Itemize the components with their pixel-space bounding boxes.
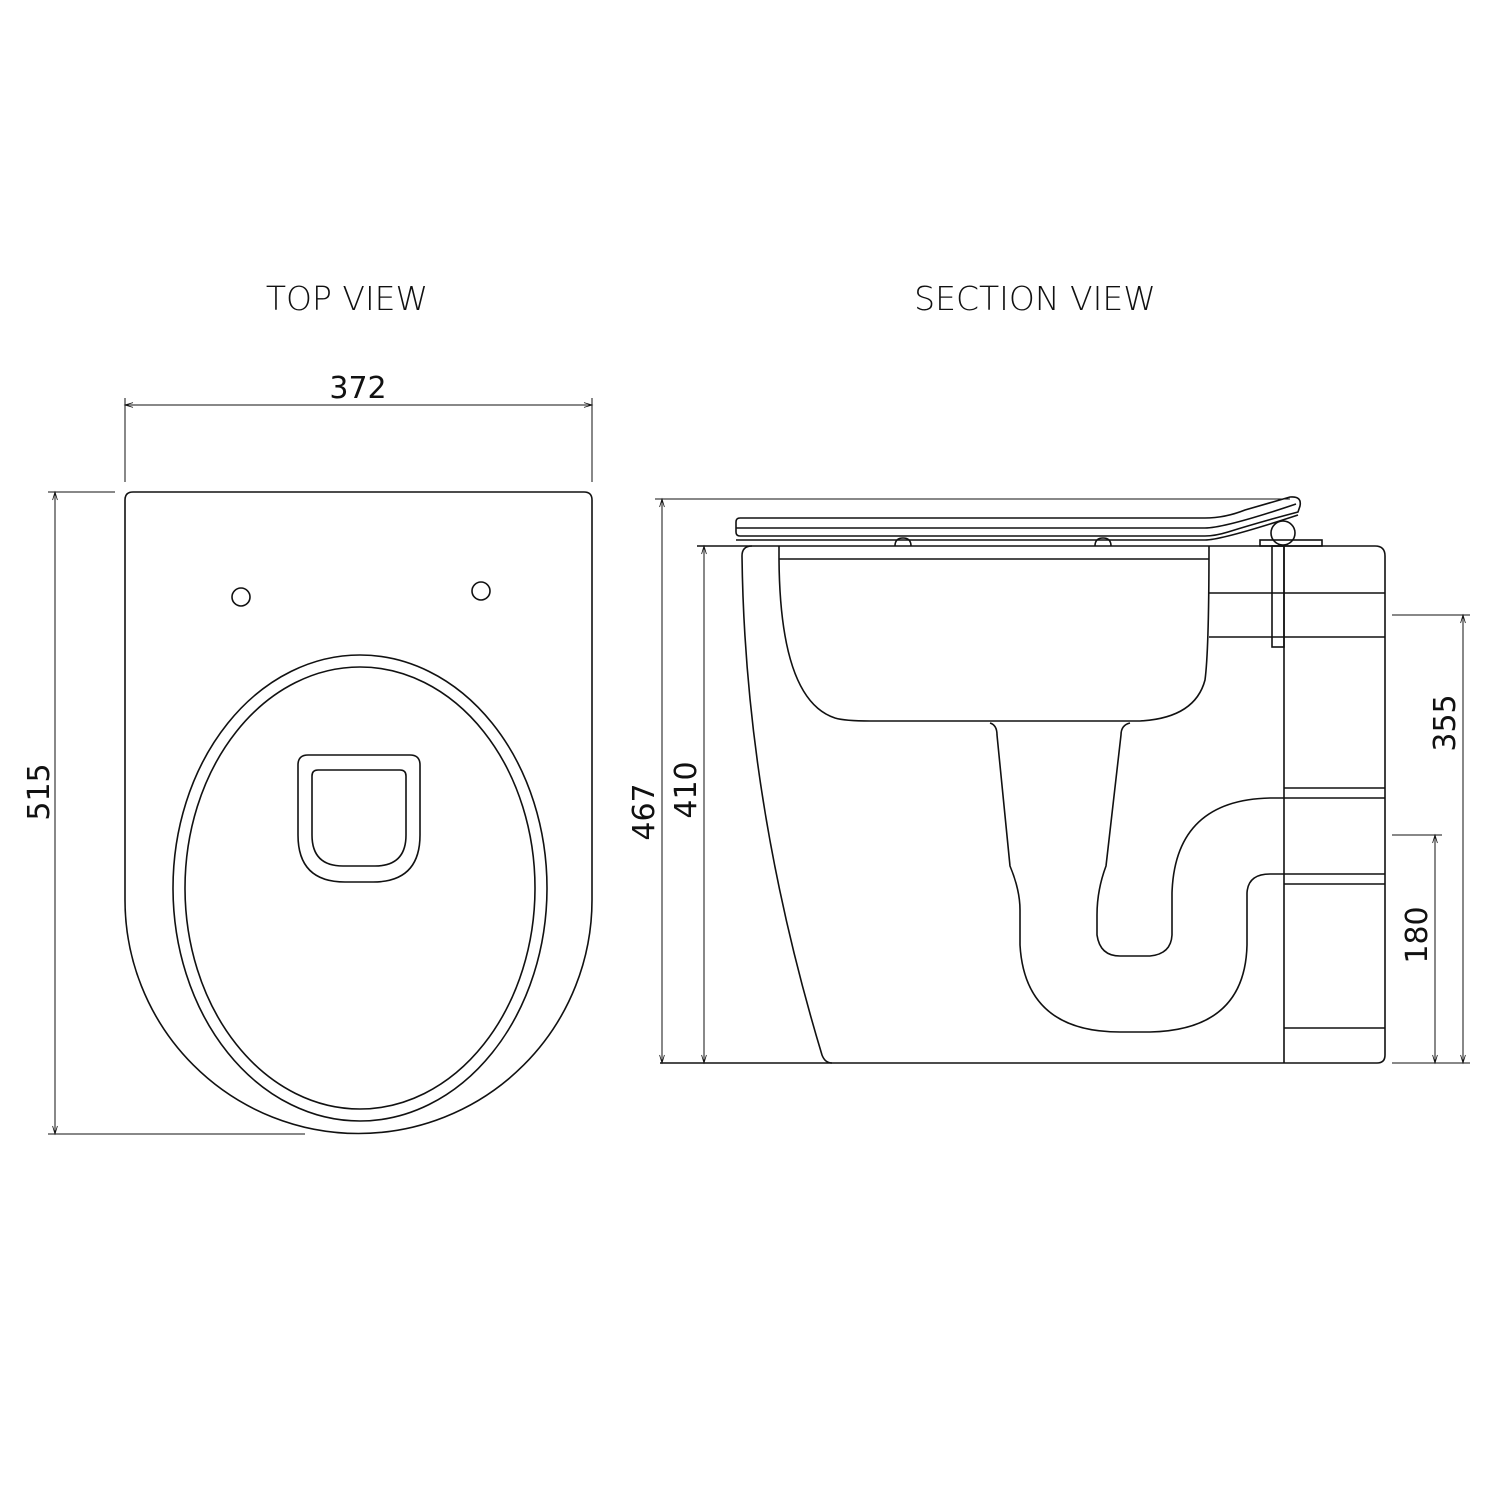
outlet-outer — [297, 754, 421, 883]
bowl-rim-inner — [184, 666, 536, 1110]
pan-height-dimension: 410 — [669, 761, 704, 818]
section-view: 467 410 355 180 — [627, 496, 1470, 1065]
outlet-top-height-dimension: 355 — [1428, 694, 1463, 751]
outlet-inner — [311, 769, 407, 867]
fixing-bolt — [1271, 545, 1285, 648]
bowl-rim-outer — [172, 654, 548, 1122]
section-view-title: SECTION VIEW — [914, 279, 1156, 318]
seat-fixing-hole-right — [471, 581, 491, 601]
top-view-title: TOP VIEW — [266, 279, 428, 318]
depth-dimension: 515 — [22, 763, 57, 820]
bowl — [778, 545, 1210, 722]
pan-outline — [124, 491, 593, 1135]
width-dimension: 372 — [329, 371, 386, 406]
pan-body — [660, 545, 1386, 1064]
hinge-icon — [1270, 520, 1296, 546]
trap — [989, 722, 1284, 1033]
overall-height-dimension: 467 — [627, 783, 662, 840]
seat-fixing-hole-left — [231, 587, 251, 607]
top-view: 372 515 — [22, 371, 594, 1136]
outlet-center-height-dimension: 180 — [1400, 906, 1435, 963]
seat-lid — [735, 496, 1302, 537]
